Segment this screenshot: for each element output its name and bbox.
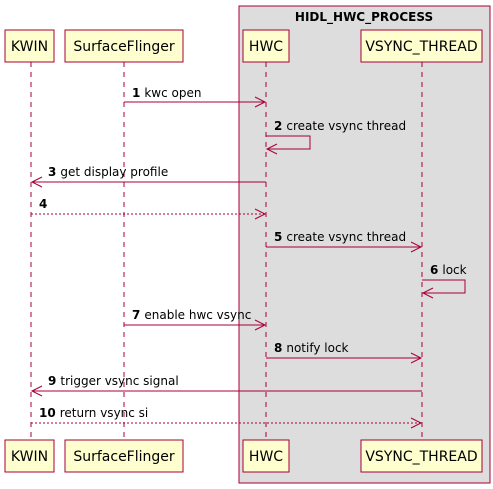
participant-surfaceflinger-top[interactable]: SurfaceFlinger	[64, 29, 184, 63]
participant-label: KWIN	[11, 39, 48, 55]
message-text: lock	[442, 263, 466, 277]
message-3: 3 get display profile	[30, 165, 266, 188]
message-text: return vsync si	[60, 406, 149, 420]
message-number: 6	[430, 263, 438, 277]
svg-text:4: 4	[39, 197, 47, 211]
message-number: 10	[39, 406, 56, 420]
message-6: 6 lock	[421, 263, 467, 299]
message-2: 2 create vsync thread	[265, 119, 406, 155]
message-number: 3	[48, 165, 56, 179]
message-number: 8	[274, 341, 282, 355]
message-number: 9	[48, 374, 56, 388]
message-5: 5 create vsync thread	[266, 230, 423, 253]
message-text: notify lock	[286, 341, 348, 355]
participant-label: SurfaceFlinger	[73, 39, 175, 55]
group-hidl-hwc-process: HIDL_HWC_PROCESS	[238, 5, 491, 484]
participant-label: KWIN	[11, 449, 48, 465]
message-4: 4	[31, 197, 267, 220]
message-text: create vsync thread	[286, 230, 406, 244]
participant-hwc-bottom[interactable]: HWC	[242, 439, 290, 473]
participant-vsync-thread-bottom[interactable]: VSYNC_THREAD	[360, 439, 483, 473]
message-number: 1	[132, 86, 140, 100]
participant-surfaceflinger-bottom[interactable]: SurfaceFlinger	[64, 439, 184, 473]
message-9: 9 trigger vsync signal	[30, 374, 422, 397]
message-10: 10 return vsync si	[31, 406, 423, 429]
message-number: 7	[132, 308, 140, 322]
message-text: create vsync thread	[286, 119, 406, 133]
message-text: kwc open	[144, 86, 201, 100]
participant-vsync-thread-top[interactable]: VSYNC_THREAD	[360, 29, 483, 63]
message-7: 7 enable hwc vsync	[124, 308, 267, 331]
participant-label: HWC	[249, 449, 283, 465]
message-number: 4	[39, 197, 47, 211]
participant-label: SurfaceFlinger	[73, 449, 175, 465]
participant-label: HWC	[249, 39, 283, 55]
message-number: 2	[274, 119, 282, 133]
participant-kwin-bottom[interactable]: KWIN	[4, 439, 55, 473]
participant-label: VSYNC_THREAD	[365, 449, 477, 465]
message-text: trigger vsync signal	[60, 374, 178, 388]
group-title: HIDL_HWC_PROCESS	[295, 10, 433, 25]
message-1: 1 kwc open	[124, 86, 267, 108]
message-8: 8 notify lock	[266, 341, 423, 364]
message-text: get display profile	[60, 165, 168, 179]
participant-kwin-top[interactable]: KWIN	[4, 29, 55, 63]
message-text: enable hwc vsync	[144, 308, 251, 322]
participant-label: VSYNC_THREAD	[365, 39, 477, 55]
participant-hwc-top[interactable]: HWC	[242, 29, 290, 63]
message-number: 5	[274, 230, 282, 244]
